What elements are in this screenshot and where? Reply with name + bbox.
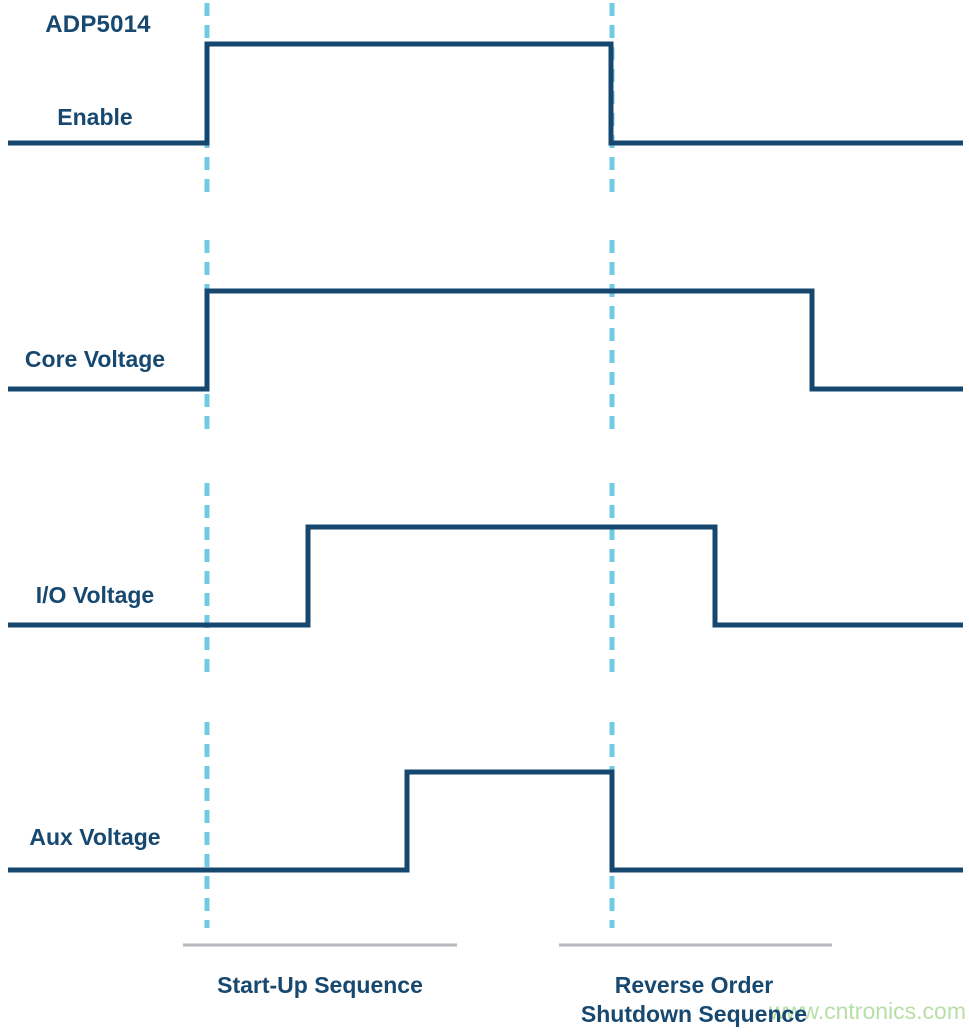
waveform-aux-voltage: [8, 769, 963, 873]
signal-label-aux-voltage: Aux Voltage: [29, 824, 161, 850]
startup-sequence-label: Start-Up Sequence: [217, 972, 423, 998]
watermark-text: www.cntronics.com: [769, 998, 966, 1024]
waveform-enable: [8, 41, 963, 146]
signal-label-core-voltage: Core Voltage: [24, 346, 166, 372]
signal-label-io-voltage: I/O Voltage: [35, 582, 155, 608]
chip-title: ADP5014: [45, 11, 151, 38]
shutdown-sequence-label: Reverse Order Shutdown Sequence: [540, 971, 848, 1029]
shutdown-sequence-line2: Shutdown Sequence: [580, 1001, 808, 1027]
signal-label-enable: Enable: [57, 104, 133, 130]
waveform-i-o-voltage: [8, 524, 963, 628]
waveform-core-voltage: [8, 288, 963, 392]
shutdown-sequence-line1: Reverse Order: [614, 972, 774, 998]
